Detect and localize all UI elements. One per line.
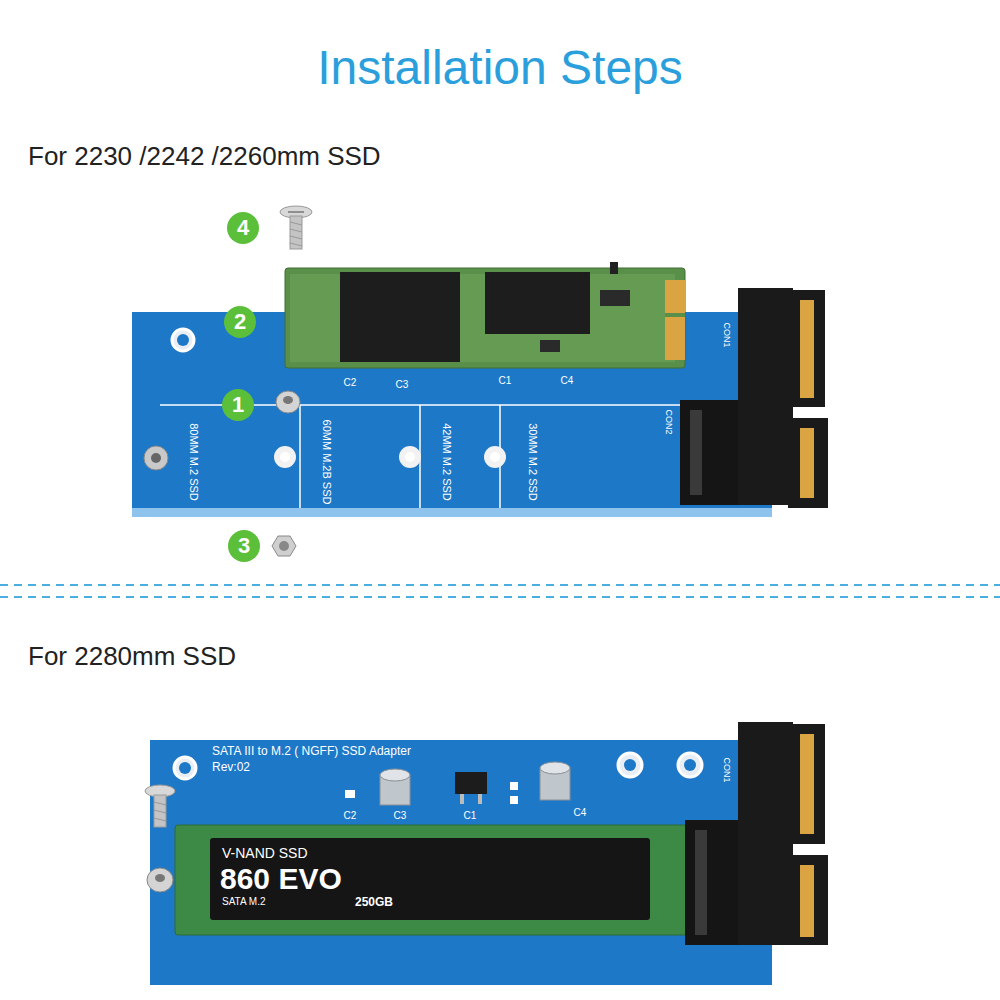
silkscreen-label: CON2 (663, 409, 673, 434)
section-heading: For 2280mm SSD (28, 642, 236, 671)
silkscreen-label: CON1 (721, 757, 731, 782)
silkscreen-label: C4 (574, 807, 587, 818)
silkscreen-label: C4 (561, 375, 574, 386)
silkscreen-label: C1 (464, 810, 477, 821)
silkscreen-label: C3 (394, 810, 407, 821)
silkscreen-label: 30MM M.2 SSD (527, 423, 539, 501)
callout-number: 2 (234, 310, 246, 334)
silkscreen-label: 60MM M.2B SSD (321, 420, 333, 505)
silkscreen-label: 80MM M.2 SSD (188, 423, 200, 501)
silkscreen-label: CON1 (721, 322, 731, 347)
callout-number: 1 (232, 393, 244, 417)
silkscreen-label: C1 (499, 375, 512, 386)
section-heading: For 2230 /2242 /2260mm SSD (28, 142, 381, 171)
silkscreen-label: C2 (344, 377, 357, 388)
page-title: Installation Steps (317, 42, 683, 95)
silkscreen-label: C2 (344, 810, 357, 821)
silkscreen-label: 42MM M.2 SSD (441, 423, 453, 501)
callout-number: 3 (238, 534, 250, 558)
silkscreen-label: C3 (396, 379, 409, 390)
silkscreen-label: Rev:02 (212, 761, 250, 774)
ssd-label: 250GB (355, 896, 393, 909)
silkscreen-label: SATA III to M.2 ( NGFF) SSD Adapter (212, 745, 411, 758)
ssd-label: SATA M.2 (222, 896, 266, 907)
callout-number: 4 (237, 216, 249, 240)
ssd-label: 860 EVO (220, 862, 342, 895)
ssd-label: V-NAND SSD (222, 846, 308, 861)
